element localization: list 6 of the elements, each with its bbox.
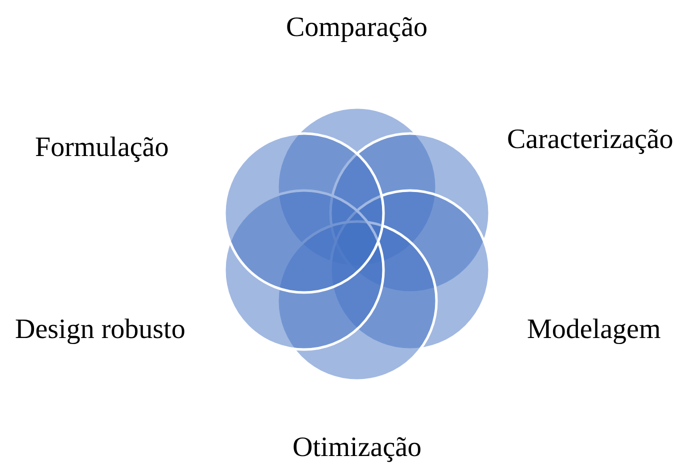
circle-label: Comparação — [286, 12, 428, 44]
circle-label: Modelagem — [527, 314, 661, 346]
circle-label: Otimização — [292, 432, 422, 463]
circle-label: Caracterização — [507, 124, 674, 156]
circle-label: Formulação — [35, 132, 169, 164]
circle-label: Design robusto — [15, 314, 186, 346]
